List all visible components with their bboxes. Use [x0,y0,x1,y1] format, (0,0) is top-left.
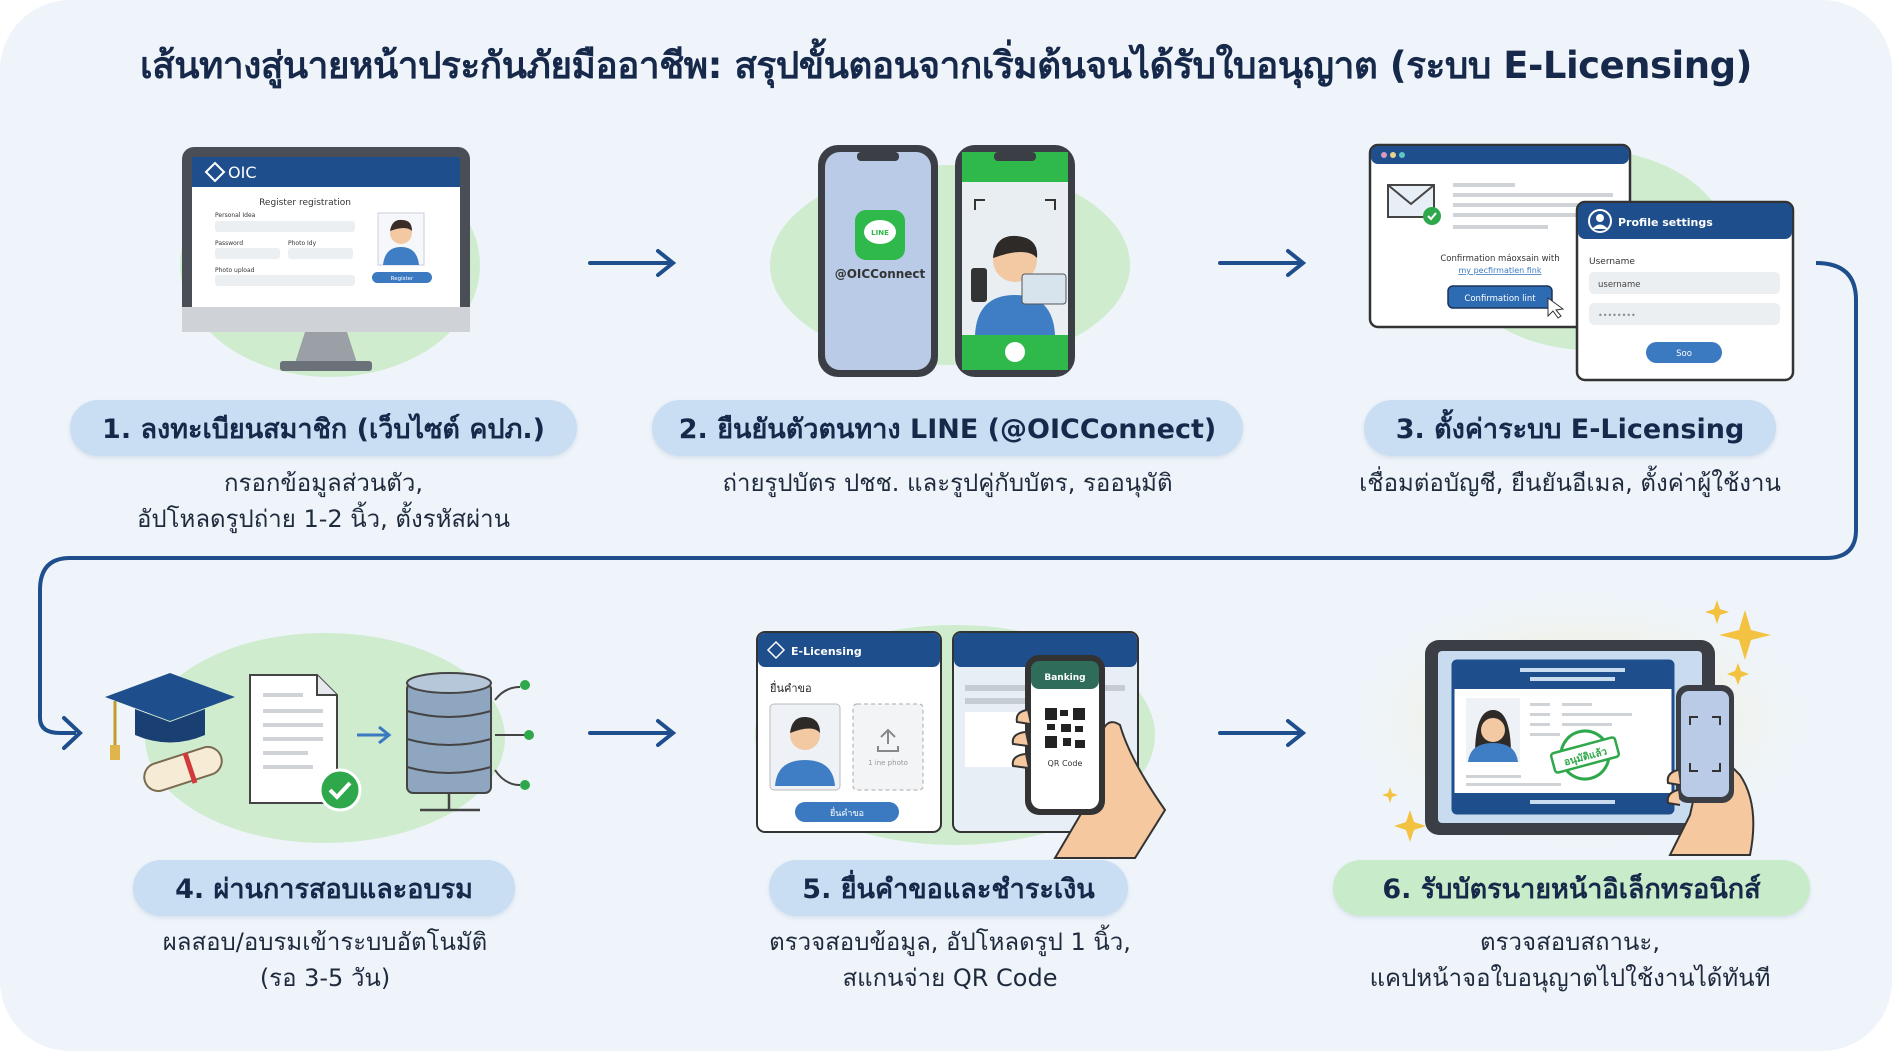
check-icon [1423,207,1441,225]
step6-license-card-illustration: อนุมัติแล้ว [1330,585,1830,860]
svg-text:1 ine photo: 1 ine photo [868,759,908,767]
page-title: เส้นทางสู่นายหน้าประกันภัยมืออาชีพ: สรุป… [140,44,1752,87]
step4-description: ผลสอบ/อบรมเข้าระบบอัตโนมัติ (รอ 3-5 วัน) [100,924,550,996]
svg-text:••••••••: •••••••• [1598,311,1636,320]
step1-description: กรอกข้อมูลส่วนตัว, อัปโหลดรูปถ่าย 1-2 นิ… [70,465,577,537]
svg-text:QR Code: QR Code [1048,759,1083,768]
arrow-right-icon [1218,719,1307,747]
qr-code-icon [1043,706,1087,750]
svg-text:E-Licensing: E-Licensing [791,645,862,658]
svg-text:Personal Idea: Personal Idea [215,212,256,219]
description-line: อัปโหลดรูปถ่าย 1-2 นิ้ว, ตั้งรหัสผ่าน [136,505,511,533]
svg-text:OIC: OIC [228,163,256,182]
svg-text:Password: Password [215,240,243,247]
step1-monitor-illustration: OIC Register registration Personal Idea … [180,147,480,377]
svg-text:Soo: Soo [1676,349,1692,359]
svg-text:Confirmation máoxsain with: Confirmation máoxsain with [1440,254,1559,264]
description-line: ตรวจสอบข้อมูล, อัปโหลดรูป 1 นิ้ว, [769,928,1131,956]
description-line: แคปหน้าจอใบอนุญาตไปใช้งานได้ทันที [1369,964,1771,992]
step5-description: ตรวจสอบข้อมูล, อัปโหลดรูป 1 นิ้ว, สแกนจ่… [720,924,1180,996]
description-line: สแกนจ่าย QR Code [842,964,1058,992]
description-line: ผลสอบ/อบรมเข้าระบบอัตโนมัติ [162,928,488,956]
svg-text:Username: Username [1589,257,1635,267]
step2-description: ถ่ายรูปบัตร ปชช. และรูปคู่กับบัตร, รออนุ… [652,465,1243,501]
svg-text:Register: Register [391,276,414,282]
document-icon [249,674,362,812]
svg-text:Confirmation lint: Confirmation lint [1464,294,1536,304]
arrow-right-icon [357,725,392,745]
svg-text:my pecfirmatlen fink: my pecfirmatlen fink [1459,266,1542,275]
svg-text:username: username [1598,280,1641,290]
svg-text:LINE: LINE [871,229,889,237]
step3-email-profile-illustration: Confirmation máoxsain with my pecfirmatl… [1368,143,1795,382]
arrow-right-icon [588,719,677,747]
step2-label: 2. ยืนยันตัวตนทาง LINE (@OICConnect) [652,400,1243,456]
step5-label: 5. ยื่นคำขอและชำระเงิน [769,860,1128,916]
step6-description: ตรวจสอบสถานะ, แคปหน้าจอใบอนุญาตไปใช้งานไ… [1320,924,1820,996]
description-line: (รอ 3-5 วัน) [259,964,391,992]
photo-upload-box [852,703,924,791]
svg-text:Photo Idy: Photo Idy [288,240,317,247]
user-icon [1588,209,1612,233]
arrow-right-icon [588,249,677,277]
step2-line-phones-illustration: LINE @OICConnect [770,145,1130,377]
svg-text:Photo upload: Photo upload [215,267,255,274]
step5-application-payment-illustration: E-Licensing ยื่นคำขอ 1 ine photo ยื่นคำข… [755,625,1167,859]
description-line: เชื่อมต่อบัญชี, ยืนยันอีเมล, ตั้งค่าผู้ใ… [1359,469,1781,497]
arrow-right-icon [1218,249,1307,277]
step1-label: 1. ลงทะเบียนสมาชิก (เว็บไซต์ คปภ.) [70,400,577,456]
svg-text:@OICConnect: @OICConnect [835,267,926,281]
step3-description: เชื่อมต่อบัญชี, ยืนยันอีเมล, ตั้งค่าผู้ใ… [1330,465,1810,501]
scan-frame-icon [1689,716,1721,772]
svg-text:ยื่นคำขอ: ยื่นคำขอ [830,806,864,819]
description-line: กรอกข้อมูลส่วนตัว, [224,469,423,497]
upload-icon [877,728,899,752]
step4-label: 4. ผ่านการสอบและอบรม [133,860,515,916]
svg-text:Banking: Banking [1044,673,1085,683]
description-line: ตรวจสอบสถานะ, [1480,928,1660,956]
step3-label: 3. ตั้งค่าระบบ E-Licensing [1364,400,1776,456]
svg-text:Profile settings: Profile settings [1618,216,1713,229]
approved-stamp: อนุมัติแล้ว [1549,729,1621,781]
confirmation-link-button [1447,285,1553,309]
svg-text:Register registration: Register registration [259,198,351,208]
sparkle-icon [1382,600,1771,842]
database-icon [406,672,534,812]
cursor-icon [1547,297,1565,319]
step4-exam-database-illustration [105,633,534,843]
description-line: ถ่ายรูปบัตร ปชช. และรูปคู่กับบัตร, รออนุ… [722,469,1173,497]
step6-label: 6. รับบัตรนายหน้าอิเล็กทรอนิกส์ [1333,860,1810,916]
svg-text:ยื่นคำขอ: ยื่นคำขอ [770,680,812,695]
graduation-cap-icon [105,673,235,793]
